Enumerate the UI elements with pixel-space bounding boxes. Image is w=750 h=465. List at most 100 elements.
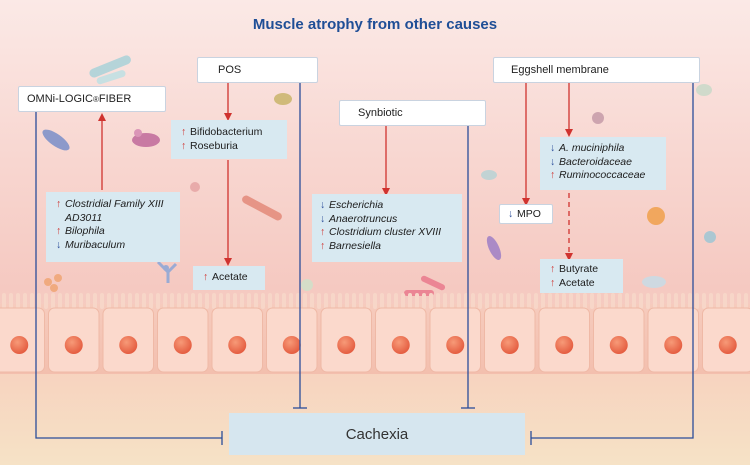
cell-nucleus: [555, 336, 574, 354]
microvillus: [590, 293, 594, 309]
microvillus: [226, 293, 230, 309]
microvillus: [58, 293, 62, 309]
effect-item: ↑Butyrate: [550, 263, 599, 275]
microvillus: [513, 293, 517, 309]
microvillus: [401, 293, 405, 309]
microvillus: [44, 293, 48, 309]
microvillus: [667, 293, 671, 309]
microvillus: [730, 293, 734, 309]
microvillus: [198, 293, 202, 309]
microvillus: [212, 293, 216, 309]
cachexia-node: Cachexia: [229, 413, 525, 455]
microvillus: [520, 293, 524, 309]
microvillus: [611, 293, 615, 309]
pos-acetate-box: ↑Acetate: [193, 266, 265, 290]
eggshell-bacteria-box: ↓A. muciniphila ↓Bacteroidaceae ↑Ruminoc…: [540, 137, 666, 190]
cell-nucleus: [664, 336, 683, 354]
microvillus: [345, 293, 349, 309]
microvillus: [121, 293, 125, 309]
microvillus: [324, 293, 328, 309]
microvillus: [23, 293, 27, 309]
microvillus: [408, 293, 412, 309]
effect-item: ↑Barnesiella: [320, 239, 381, 252]
effect-item: ↑Bilophila: [56, 225, 105, 237]
microvillus: [639, 293, 643, 309]
microvillus: [387, 293, 391, 309]
microvillus: [331, 293, 335, 309]
microvillus: [170, 293, 174, 309]
microvillus: [695, 293, 699, 309]
microvillus: [541, 293, 545, 309]
cell-nucleus: [500, 336, 519, 354]
microvillus: [443, 293, 447, 309]
effect-item: ↑Acetate: [550, 276, 595, 289]
cell-nucleus: [173, 336, 192, 354]
microvillus: [709, 293, 713, 309]
cell-nucleus: [282, 336, 301, 354]
microvillus: [282, 293, 286, 309]
microvillus: [254, 293, 258, 309]
microvillus: [240, 293, 244, 309]
eggshell-membrane-node: Eggshell membrane: [493, 57, 700, 83]
microvillus: [429, 293, 433, 309]
microvillus: [569, 293, 573, 309]
microvillus: [576, 293, 580, 309]
microvillus: [415, 293, 419, 309]
effect-item: ↑Acetate: [203, 271, 248, 283]
microvillus: [352, 293, 356, 309]
pos-bacteria-box: ↑Bifidobacterium ↑Roseburia: [171, 120, 287, 159]
microvillus: [597, 293, 601, 309]
cell-nucleus: [337, 336, 356, 354]
cell-nucleus: [228, 336, 247, 354]
microvillus: [618, 293, 622, 309]
microvillus: [394, 293, 398, 309]
microvillus: [506, 293, 510, 309]
microvillus: [625, 293, 629, 309]
microvillus: [681, 293, 685, 309]
microvillus: [296, 293, 300, 309]
microvillus: [177, 293, 181, 309]
microvillus: [422, 293, 426, 309]
microvillus: [744, 293, 748, 309]
microvillus: [457, 293, 461, 309]
effect-item: ↓Muribaculum: [56, 238, 126, 251]
microvillus: [9, 293, 13, 309]
microvillus: [303, 293, 307, 309]
microvillus: [65, 293, 69, 309]
effect-item: ↓A. muciniphila: [550, 142, 625, 154]
microvillus: [233, 293, 237, 309]
microvillus: [674, 293, 678, 309]
effect-item: ↓Bacteroidaceae: [550, 155, 632, 168]
microvillus: [380, 293, 384, 309]
cell-nucleus: [446, 336, 465, 354]
microvillus: [464, 293, 468, 309]
eggshell-label: Eggshell membrane: [511, 64, 609, 76]
microvillus: [492, 293, 496, 309]
microvillus: [723, 293, 727, 309]
effect-item: ↑Clostridium cluster XVIII: [320, 226, 442, 238]
omni-label-main: OMNi-LOGIC: [27, 93, 93, 105]
microvillus: [275, 293, 279, 309]
cell-nucleus: [391, 336, 410, 354]
synbiotic-label: Synbiotic: [358, 107, 403, 119]
omni-logic-fiber-node: OMNi-LOGIC®FIBER: [18, 86, 166, 112]
microvillus: [485, 293, 489, 309]
microvillus: [135, 293, 139, 309]
microvillus: [149, 293, 153, 309]
microvillus: [499, 293, 503, 309]
cell-nucleus: [609, 336, 628, 354]
microvillus: [527, 293, 531, 309]
microvillus: [583, 293, 587, 309]
microvillus: [632, 293, 636, 309]
microvillus: [16, 293, 20, 309]
microvillus: [93, 293, 97, 309]
microvillus: [142, 293, 146, 309]
microvillus: [471, 293, 475, 309]
microvillus: [660, 293, 664, 309]
cachexia-label: Cachexia: [345, 425, 409, 443]
microvillus: [107, 293, 111, 309]
microvillus: [79, 293, 83, 309]
effect-item: ↑Roseburia: [181, 139, 238, 152]
intestinal-epithelium: [0, 293, 750, 374]
